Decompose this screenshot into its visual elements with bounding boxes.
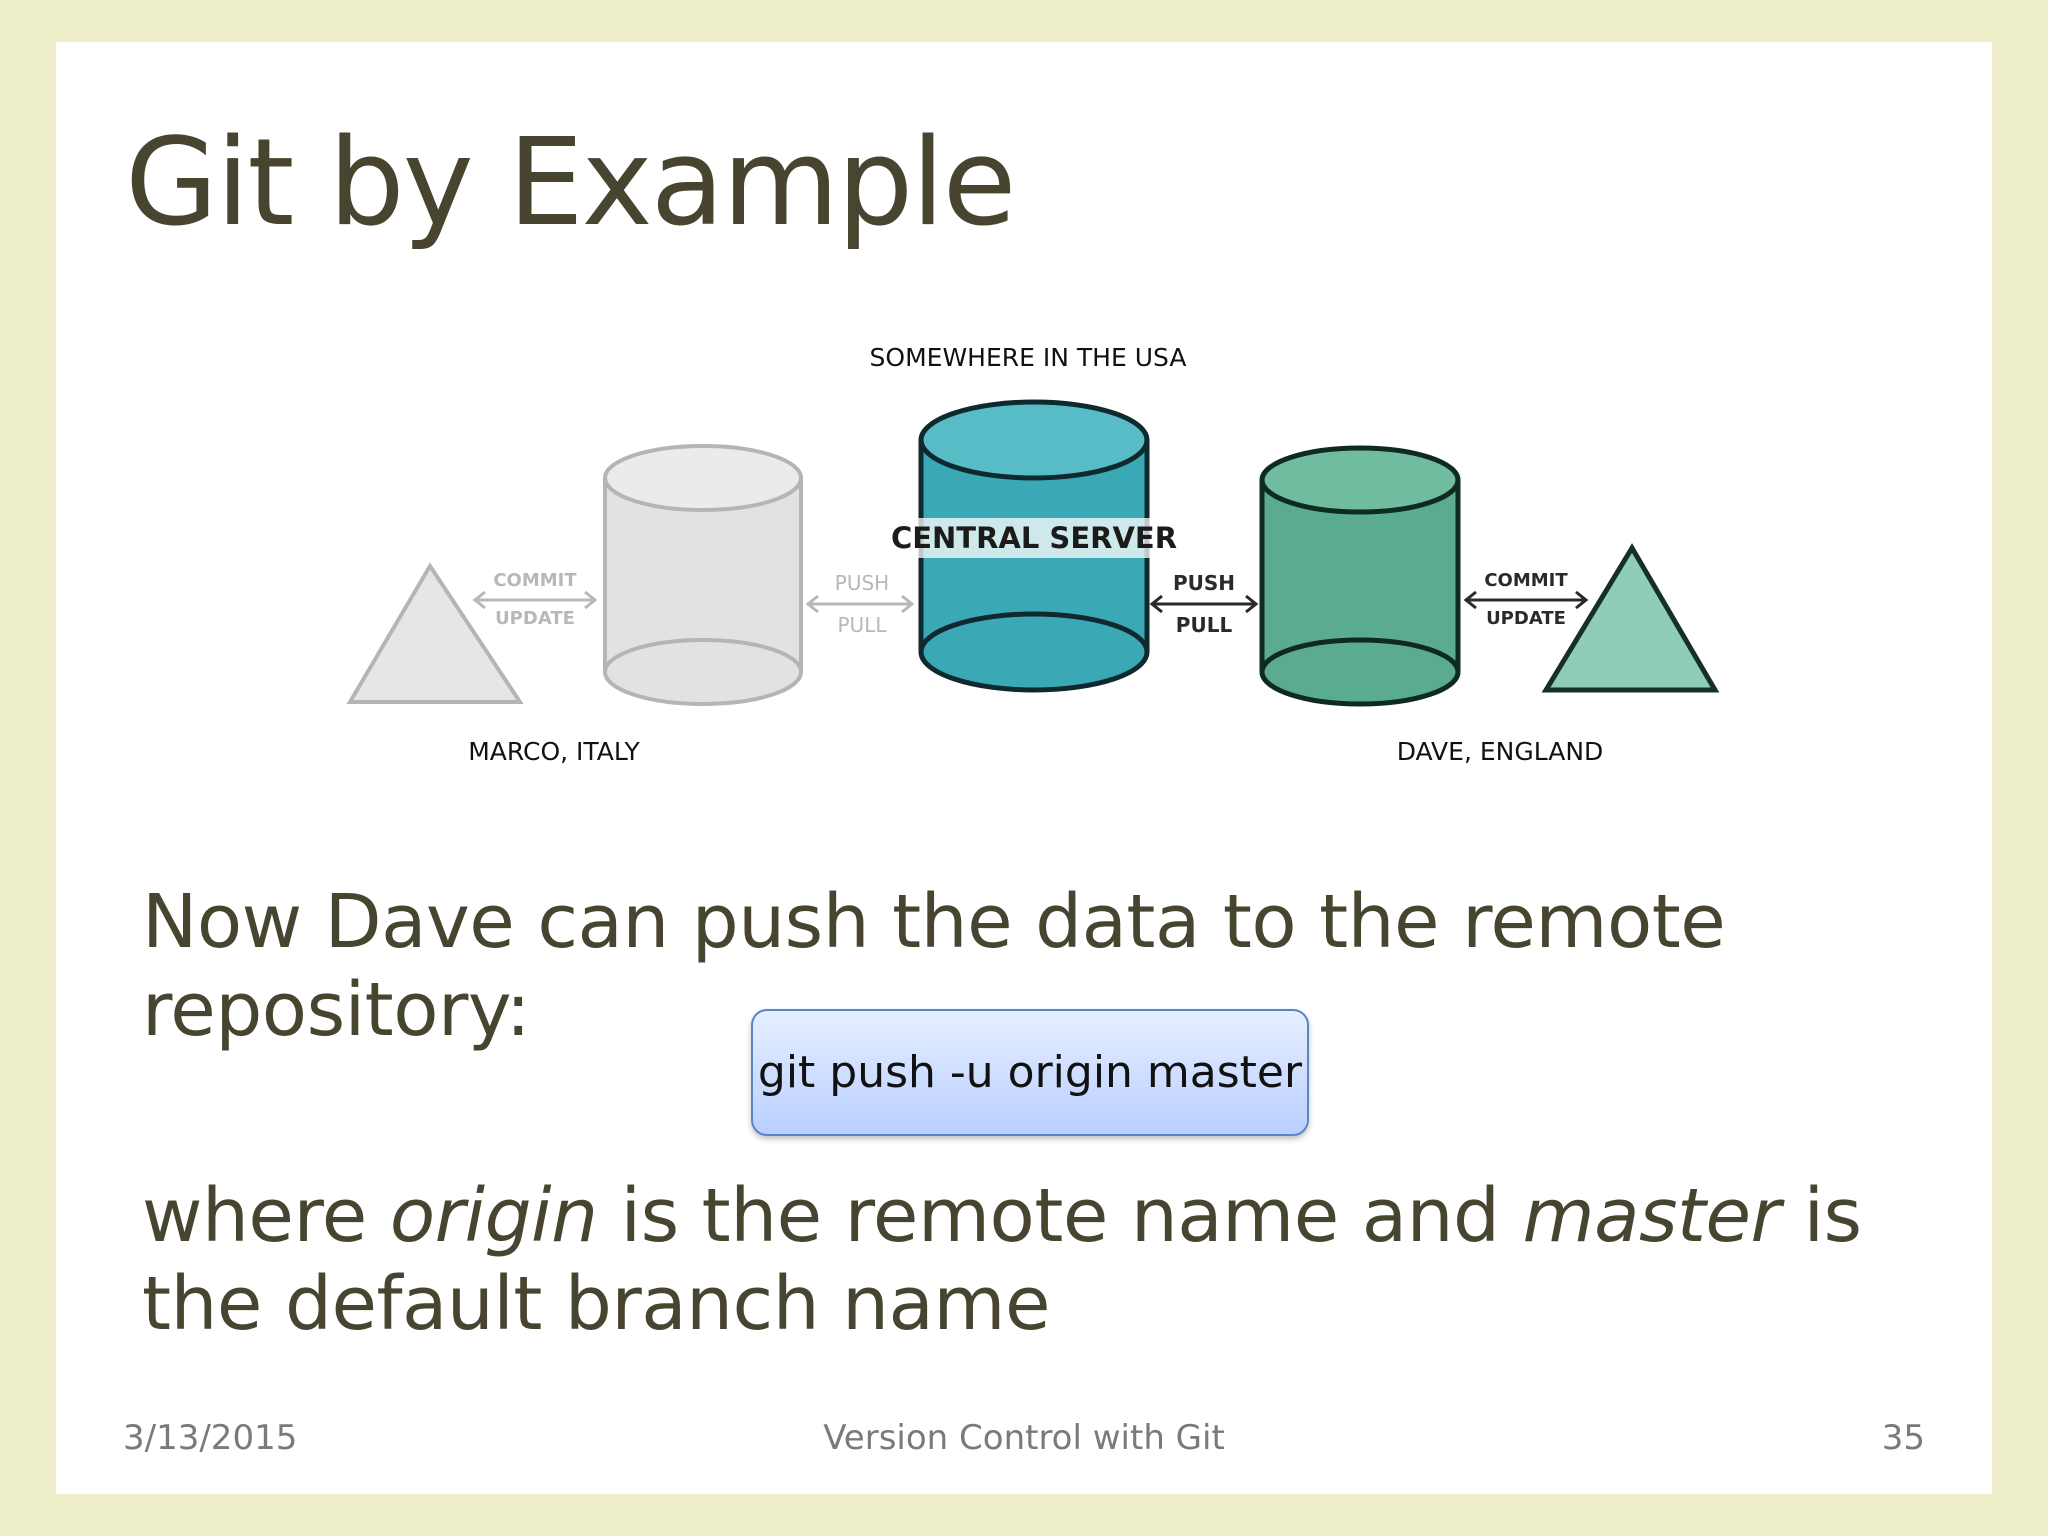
- footer-title: Version Control with Git: [823, 1418, 1225, 1458]
- slide: [56, 42, 1992, 1494]
- top-location-label: SOMEWHERE IN THE USA: [870, 343, 1187, 372]
- marco-commit-update-arrow: COMMIT UPDATE: [472, 570, 598, 629]
- explanation-paragraph: Now Dave can push the data to the remote…: [142, 879, 1726, 1053]
- dave-commit-update-arrow: COMMIT UPDATE: [1463, 570, 1589, 629]
- dave-pull-label: PULL: [1176, 613, 1233, 637]
- marco-commit-label: COMMIT: [493, 570, 577, 591]
- page-number: 35: [1881, 1418, 1925, 1458]
- git-command-box: git push -u origin master: [751, 1009, 1309, 1136]
- master-term: master: [1522, 1173, 1781, 1259]
- definition-text-2: is the remote name and: [597, 1173, 1523, 1259]
- dave-location-label: DAVE, ENGLAND: [1397, 737, 1604, 766]
- git-command-text: git push -u origin master: [757, 1047, 1303, 1098]
- dave-update-label: UPDATE: [1486, 608, 1566, 629]
- central-server-label: CENTRAL SERVER: [891, 521, 1177, 555]
- git-workflow-diagram: SOMEWHERE IN THE USA COMMIT UPDATE PUSH …: [330, 330, 1750, 790]
- origin-term: origin: [389, 1173, 598, 1259]
- dave-local-repo-cylinder: [1259, 445, 1461, 707]
- marco-push-pull-arrow: PUSH PULL: [805, 571, 915, 637]
- dave-working-copy-triangle: [1541, 543, 1720, 693]
- marco-pull-label: PULL: [838, 613, 888, 637]
- definition-paragraph: where origin is the remote name and mast…: [142, 1172, 1982, 1348]
- central-server-cylinder: CENTRAL SERVER: [891, 399, 1177, 693]
- dave-commit-label: COMMIT: [1484, 570, 1568, 591]
- marco-working-copy-triangle: [346, 562, 524, 704]
- footer-date: 3/13/2015: [123, 1418, 298, 1458]
- marco-location-label: MARCO, ITALY: [468, 737, 640, 766]
- definition-text-1: where: [142, 1173, 390, 1259]
- dave-push-label: PUSH: [1173, 571, 1235, 595]
- marco-push-label: PUSH: [835, 571, 889, 595]
- marco-update-label: UPDATE: [495, 608, 575, 629]
- slide-title: Git by Example: [125, 114, 1016, 253]
- definition-text-3: is the default branch name: [142, 1173, 1862, 1347]
- dave-push-pull-arrow: PUSH PULL: [1149, 571, 1259, 637]
- marco-local-repo-cylinder: [603, 444, 803, 706]
